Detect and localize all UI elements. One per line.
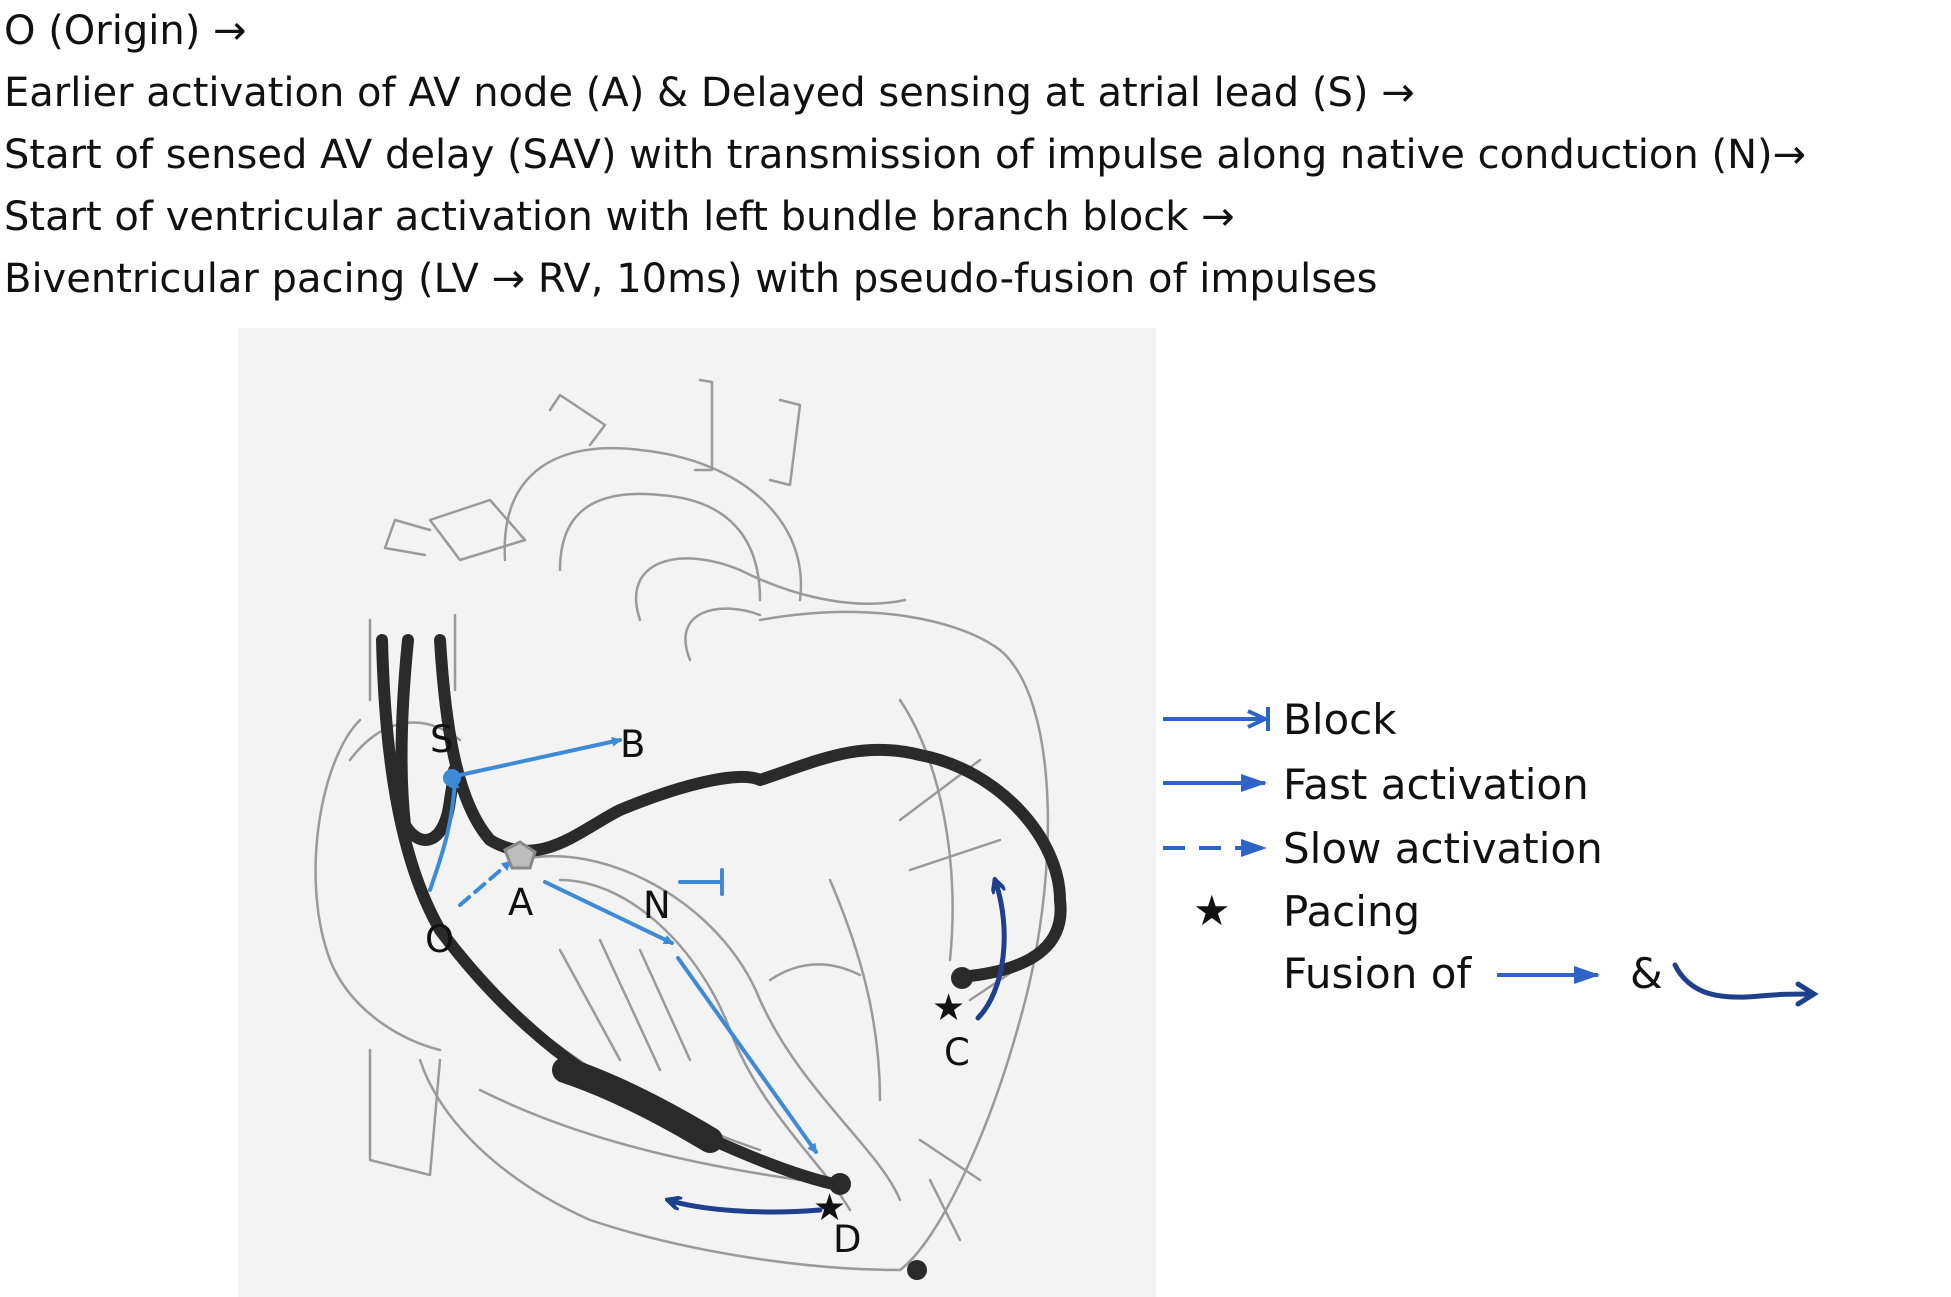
label-o: O xyxy=(425,918,454,961)
label-a: A xyxy=(508,881,533,924)
label-d: D xyxy=(833,1218,862,1261)
step-sensed-av-delay: Start of sensed AV delay (SAV) with tran… xyxy=(4,132,1807,178)
activation-arrows xyxy=(428,736,818,1154)
av-node xyxy=(503,840,537,870)
atrial-lead-sense-point xyxy=(443,769,461,787)
label-n: N xyxy=(643,884,671,927)
step-av-node-activation: Earlier activation of AV node (A) & Dela… xyxy=(4,70,1415,116)
legend-block-label: Block xyxy=(1283,695,1397,744)
fusion-arrow-rv xyxy=(668,1200,823,1215)
arrow-a-to-n xyxy=(543,880,674,945)
lead-rv xyxy=(376,634,844,1191)
lead-rv-tip xyxy=(829,1173,851,1195)
legend-fusion-label: Fusion of xyxy=(1283,949,1472,998)
lead-rv-thick-coil xyxy=(552,1057,723,1153)
label-c: C xyxy=(944,1031,970,1074)
pacing-star-rv: ★ xyxy=(813,1186,846,1229)
pacing-star-lv: ★ xyxy=(932,986,965,1029)
step-biventricular-pacing: Biventricular pacing (LV → RV, 10ms) wit… xyxy=(4,256,1378,302)
step-list: O (Origin) → Earlier activation of AV no… xyxy=(4,0,1806,310)
legend-fast-label: Fast activation xyxy=(1283,760,1589,809)
legend-pacing-label: Pacing xyxy=(1283,887,1420,936)
arrow-s-to-b xyxy=(458,736,622,777)
lead-lv-tip xyxy=(951,967,973,989)
legend-fusion-curved-arrow xyxy=(1672,962,1815,1000)
arrow-n-to-apex xyxy=(676,956,818,1154)
fusion-arrow-lv xyxy=(975,880,1007,1021)
arrow-o-to-a-slow xyxy=(458,860,512,907)
step-origin: O (Origin) → xyxy=(4,8,247,54)
step-ventricular-activation: Start of ventricular activation with lef… xyxy=(4,194,1235,240)
lead-lv xyxy=(434,634,1067,983)
legend-fusion-and: & xyxy=(1630,949,1663,998)
arrow-o-to-s xyxy=(428,778,460,892)
legend-slow-label: Slow activation xyxy=(1283,824,1603,873)
legend: Block Fast activation Slow activation ★ … xyxy=(1163,695,1819,1007)
legend-pacing-symbol: ★ xyxy=(1193,886,1231,935)
heart-sketch xyxy=(314,378,1050,1272)
label-b: B xyxy=(620,723,645,766)
apex-dot xyxy=(907,1260,927,1280)
label-s: S xyxy=(430,718,454,761)
